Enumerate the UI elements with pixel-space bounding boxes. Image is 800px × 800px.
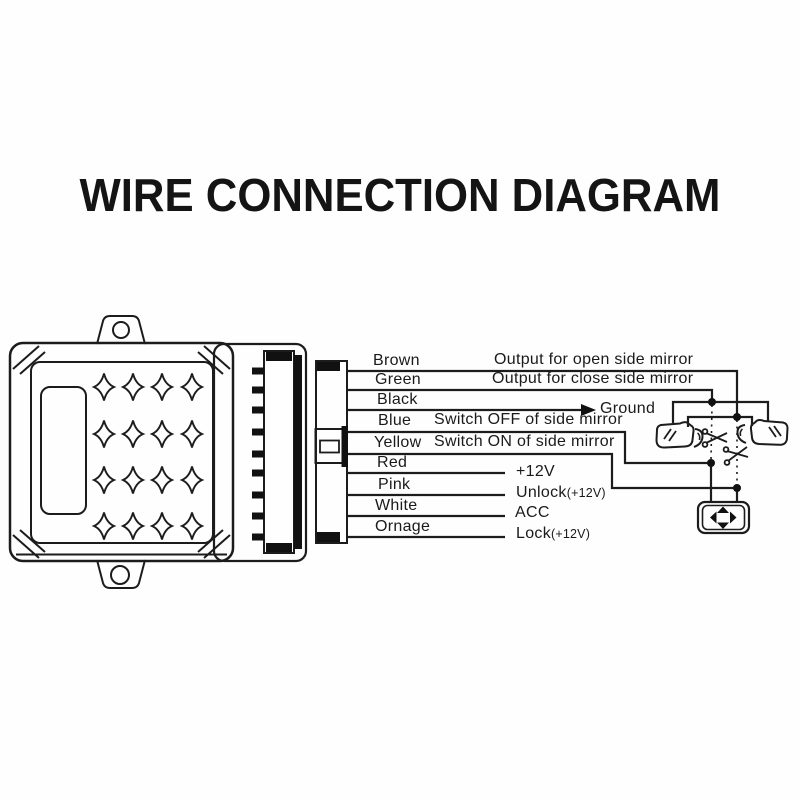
wire-line-green bbox=[348, 388, 714, 401]
right-side-mirror-icon bbox=[736, 418, 789, 446]
mounting-tab-top bbox=[96, 315, 146, 345]
function-unlock-suffix: (+12V) bbox=[566, 486, 606, 500]
label-window bbox=[40, 386, 87, 515]
module-face bbox=[30, 361, 214, 544]
function-unlock: Unlock(+12V) bbox=[516, 484, 606, 502]
wire-label-white: White bbox=[375, 497, 418, 514]
wire-label-yellow: Yellow bbox=[374, 434, 422, 451]
arrow-left-icon bbox=[710, 511, 717, 524]
connector-pins bbox=[252, 367, 264, 541]
wire-line-blue bbox=[348, 430, 710, 465]
function-unlock-text: Unlock bbox=[516, 484, 567, 501]
wire-line-yellow bbox=[348, 452, 736, 490]
wire-label-green: Green bbox=[375, 371, 421, 388]
left-side-mirror-icon bbox=[655, 421, 704, 449]
arrow-right-icon bbox=[730, 511, 737, 524]
function-plus-12v: +12V bbox=[516, 463, 556, 480]
wire-label-ornage: Ornage bbox=[375, 518, 431, 535]
page-title: WIRE CONNECTION DIAGRAM bbox=[79, 169, 721, 221]
diamond-grill-pattern bbox=[93, 372, 203, 541]
female-connector-icon bbox=[314, 360, 348, 544]
function-lock-suffix: (+12V) bbox=[551, 527, 591, 541]
cut-wire-dotted-lines bbox=[710, 404, 738, 485]
function-ground: Ground bbox=[600, 400, 656, 417]
function-open-mirror: Output for open side mirror bbox=[494, 351, 694, 368]
wire-label-blue: Blue bbox=[378, 412, 412, 429]
ground-arrow-icon bbox=[581, 404, 596, 416]
wire-label-pink: Pink bbox=[378, 476, 411, 493]
mirror-switch-pad-icon bbox=[696, 500, 751, 535]
wire-label-red: Red bbox=[377, 454, 408, 471]
arrow-up-icon bbox=[717, 506, 729, 513]
mounting-hole-top-icon bbox=[112, 321, 130, 339]
junction-dots bbox=[707, 398, 741, 492]
mounting-hole-bottom-icon bbox=[110, 565, 130, 585]
wire-label-black: Black bbox=[377, 391, 418, 408]
wire-label-brown: Brown bbox=[373, 352, 420, 369]
control-module bbox=[8, 315, 308, 589]
function-switch-on: Switch ON of side mirror bbox=[434, 433, 615, 450]
male-connector-icon bbox=[252, 350, 302, 554]
mounting-tab-bottom bbox=[96, 559, 146, 589]
scissors-icon-upper bbox=[701, 428, 728, 448]
function-lock: Lock(+12V) bbox=[516, 525, 590, 543]
arrow-down-icon bbox=[717, 522, 729, 529]
scissors-icon-lower bbox=[722, 446, 749, 466]
case-corner-bevels bbox=[12, 345, 231, 559]
function-lock-text: Lock bbox=[516, 525, 551, 542]
function-switch-off: Switch OFF of side mirror bbox=[434, 411, 623, 428]
function-acc: ACC bbox=[515, 504, 550, 521]
module-case bbox=[8, 341, 235, 563]
function-close-mirror: Output for close side mirror bbox=[492, 370, 694, 387]
